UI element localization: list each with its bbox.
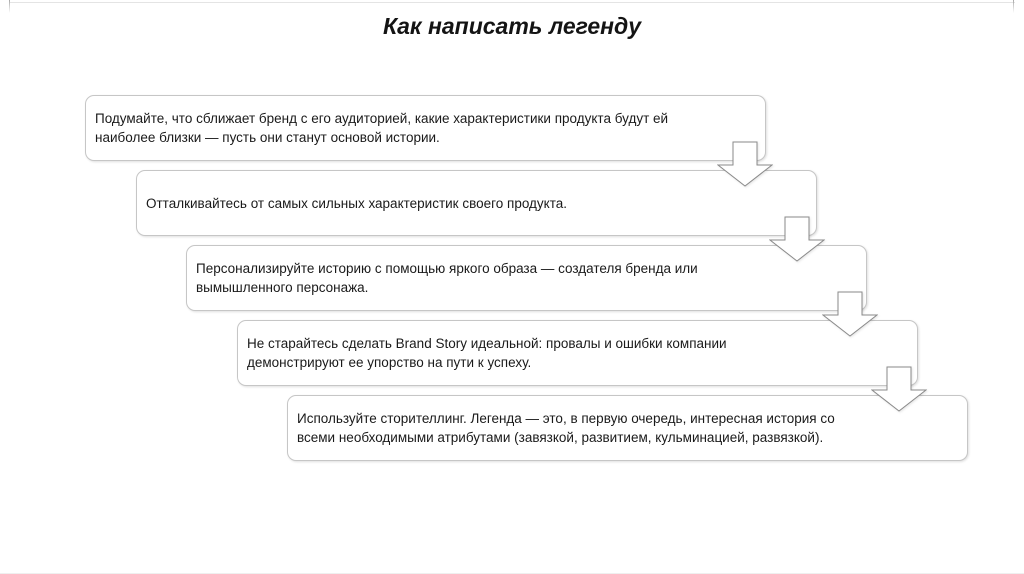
down-arrow-icon bbox=[822, 291, 878, 337]
process-step-box-2: Отталкивайтесь от самых сильных характер… bbox=[136, 170, 817, 236]
slide-frame-corner-left bbox=[9, 0, 10, 13]
process-step-box-5: Используйте сторителлинг. Легенда — это,… bbox=[287, 395, 968, 461]
down-arrow-icon bbox=[871, 366, 927, 412]
process-step-text: Отталкивайтесь от самых сильных характер… bbox=[146, 195, 568, 211]
process-step-text: Персонализируйте историю с помощью ярког… bbox=[196, 261, 698, 295]
process-step-box-1: Подумайте, что сближает бренд с его ауди… bbox=[85, 95, 766, 161]
process-step-box-4: Не старайтесь сделать Brand Story идеаль… bbox=[237, 320, 918, 386]
process-step-text: Не старайтесь сделать Brand Story идеаль… bbox=[247, 336, 727, 370]
process-step-text: Используйте сторителлинг. Легенда — это,… bbox=[297, 411, 835, 445]
process-step-box-3: Персонализируйте историю с помощью ярког… bbox=[186, 245, 867, 311]
slide-title: Как написать легенду bbox=[382, 13, 642, 39]
slide-frame-corner-right bbox=[1013, 0, 1014, 13]
slide-frame-top-line bbox=[10, 2, 1015, 3]
down-arrow-icon bbox=[717, 141, 773, 187]
down-arrow-icon bbox=[769, 216, 825, 262]
process-step-text: Подумайте, что сближает бренд с его ауди… bbox=[95, 111, 669, 145]
